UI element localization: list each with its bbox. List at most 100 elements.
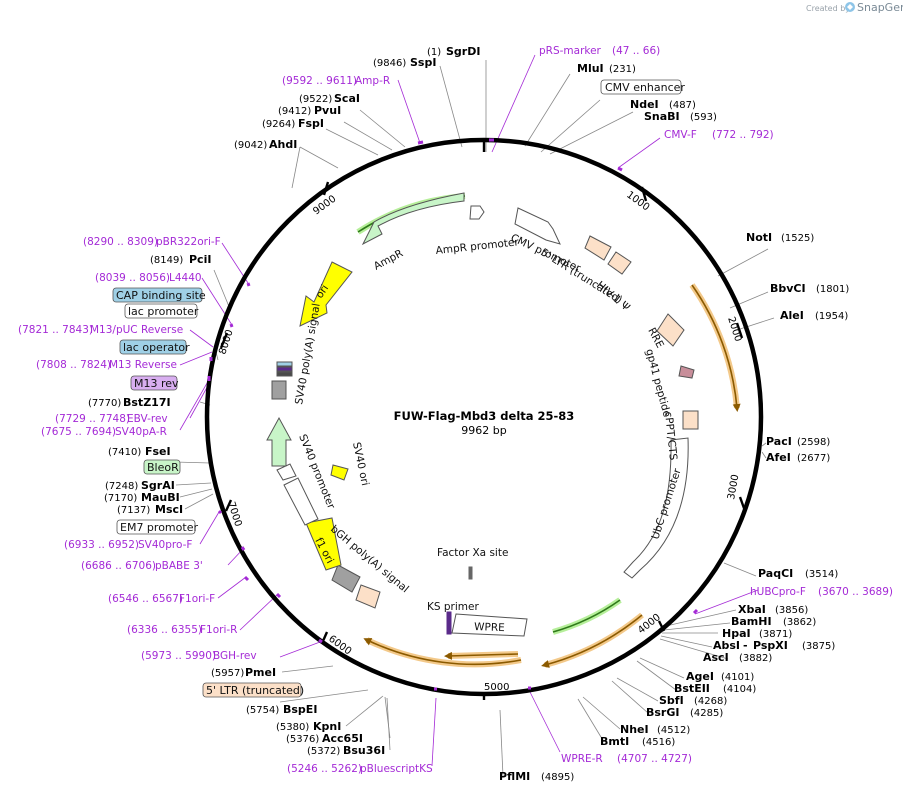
primer-range: (6546 .. 6567) <box>108 593 183 605</box>
enzyme-pos: (3875) <box>802 641 835 652</box>
primer-range: (7675 .. 7694) <box>41 426 116 438</box>
enzyme-name: BspEI <box>283 703 317 716</box>
enzyme-name: Acc65I <box>322 732 363 745</box>
backbone-ticks <box>219 139 747 700</box>
enzyme-pos: (2598) <box>797 437 830 448</box>
enzyme-name: MscI <box>155 503 183 516</box>
enzyme-pos: (7248) <box>105 481 138 492</box>
primer-name: pBluescriptKS <box>360 763 433 775</box>
enzyme-pos: (5372) <box>307 746 340 757</box>
enzyme-labels: (1) SgrDI MluI (231) NdeI (487) SnaBI (5… <box>88 45 849 783</box>
primer-range: (47 .. 66) <box>612 45 660 57</box>
enzyme-name: KpnI <box>313 720 341 733</box>
enzyme-pos: (9412) <box>278 106 311 117</box>
label-factor-xa: Factor Xa site <box>437 547 508 559</box>
cap-site-label: CAP binding site <box>116 289 206 302</box>
primer-name: SV40pA-R <box>115 426 167 438</box>
label-sv40-polya: SV40 poly(A) signal <box>293 302 323 405</box>
label-gp41: gp41 peptide <box>643 348 673 419</box>
enzyme-name: AscI <box>703 651 729 664</box>
primer-range: (8039 .. 8056) <box>95 272 170 284</box>
boxed-lac-promoter: lac promoter <box>124 303 199 319</box>
enzyme-pos: (7770) <box>88 398 121 409</box>
enzyme-pos: (1954) <box>815 311 848 322</box>
primer-name: WPRE-R <box>561 753 603 765</box>
enzyme-name: NdeI <box>630 98 659 111</box>
m13-rev-label: M13 rev <box>134 377 179 390</box>
boxed-bleor: BleoR <box>143 459 181 475</box>
label-ampr: AmpR <box>372 247 405 272</box>
enzyme-pos: (2677) <box>797 453 830 464</box>
enzyme-name: XbaI <box>738 603 766 616</box>
primer-range: (5973 .. 5990) <box>141 650 216 662</box>
enzyme-pos: (3882) <box>739 653 772 664</box>
boxed-em7: EM7 promoter <box>116 519 198 535</box>
credit-created-by: Created by <box>806 4 850 13</box>
enzyme-name: NotI <box>746 231 772 244</box>
enzyme-pos: (5376) <box>286 734 319 745</box>
primer-name: EBV-rev <box>127 413 168 425</box>
primer-range: (772 .. 792) <box>712 129 774 141</box>
label-ampr-promoter: AmpR promoter <box>435 236 520 257</box>
enzyme-name: PvuI <box>314 104 341 117</box>
label-hiv-psi: HIV-1 Ψ <box>594 279 632 314</box>
enzyme-name: SnaBI <box>644 110 680 123</box>
boxed-lac-operator: lac operator <box>119 339 190 355</box>
enzyme-pos: (3514) <box>805 569 838 580</box>
enzyme-name: SgrDI <box>446 45 480 58</box>
enzyme-name: Bsu36I <box>343 744 385 757</box>
enzyme-pos: (4285) <box>690 708 723 719</box>
enzyme-pos: (7137) <box>117 505 150 516</box>
tick-5000: 5000 <box>484 682 509 693</box>
primer-range: (5246 .. 5262) <box>287 763 362 775</box>
enzyme-pos: (5754) <box>246 705 279 716</box>
tick-2000: 2000 <box>725 316 743 344</box>
primer-range: (6686 .. 6706) <box>81 560 156 572</box>
enzyme-pos: (4104) <box>723 684 756 695</box>
enzyme-pos: (9042) <box>234 140 267 151</box>
plasmid-size: 9962 bp <box>461 424 506 437</box>
enzyme-name: BstZ17I <box>123 396 171 409</box>
enzyme-name: HpaI <box>722 627 751 640</box>
enzyme-pos: (7170) <box>104 493 137 504</box>
snapgene-logo-icon <box>845 2 855 12</box>
enzyme-name: MluI <box>577 62 604 75</box>
enzyme-name: PaqCI <box>758 567 793 580</box>
primer-name: hUBCpro-F <box>750 586 806 598</box>
primer-range: (7729 .. 7748) <box>55 413 130 425</box>
primer-name: SV40pro-F <box>138 539 192 551</box>
primer-name: BGH-rev <box>213 650 257 662</box>
enzyme-name: PspXI <box>753 639 788 652</box>
enzyme-name: PacI <box>766 435 792 448</box>
primer-name: M13 Reverse <box>109 359 177 371</box>
enzyme-pos: (8149) <box>150 255 183 266</box>
enzyme-name: BamHI <box>731 615 772 628</box>
primer-labels: pRS-marker (47 .. 66) CMV-F (772 .. 792)… <box>18 45 893 775</box>
enzyme-name: BmtI <box>600 735 629 748</box>
bleor-label: BleoR <box>147 461 179 474</box>
lac-operator-label: lac operator <box>123 341 190 354</box>
enzyme-name: FspI <box>298 117 324 130</box>
enzyme-name: BstEII <box>674 682 710 695</box>
orf-arcs <box>356 193 741 668</box>
enzyme-pos: (3862) <box>783 617 816 628</box>
primer-marks <box>207 138 699 691</box>
primer-name: pRS-marker <box>539 45 602 57</box>
primer-name: pBABE 3' <box>155 560 203 572</box>
primer-name: L4440 <box>169 272 202 284</box>
primer-range: (9592 .. 9611) <box>282 75 357 87</box>
primer-range: (6933 .. 6952) <box>64 539 139 551</box>
enzyme-pos: (4512) <box>657 725 690 736</box>
enzyme-pos: (4516) <box>642 737 675 748</box>
enzyme-name: AfeI <box>766 451 791 464</box>
enzyme-name: BsrGI <box>646 706 679 719</box>
enzyme-pos: (3871) <box>759 629 792 640</box>
enzyme-name: AgeI <box>686 670 714 683</box>
enzyme-name: AbsI <box>713 639 740 652</box>
label-cppt: cPPT/CTS <box>662 411 679 461</box>
enzyme-pos: (1525) <box>781 233 814 244</box>
lac-promoter-label: lac promoter <box>128 305 199 318</box>
primer-range: (4707 .. 4727) <box>617 753 692 765</box>
boxed-cap-site: CAP binding site <box>112 287 206 303</box>
